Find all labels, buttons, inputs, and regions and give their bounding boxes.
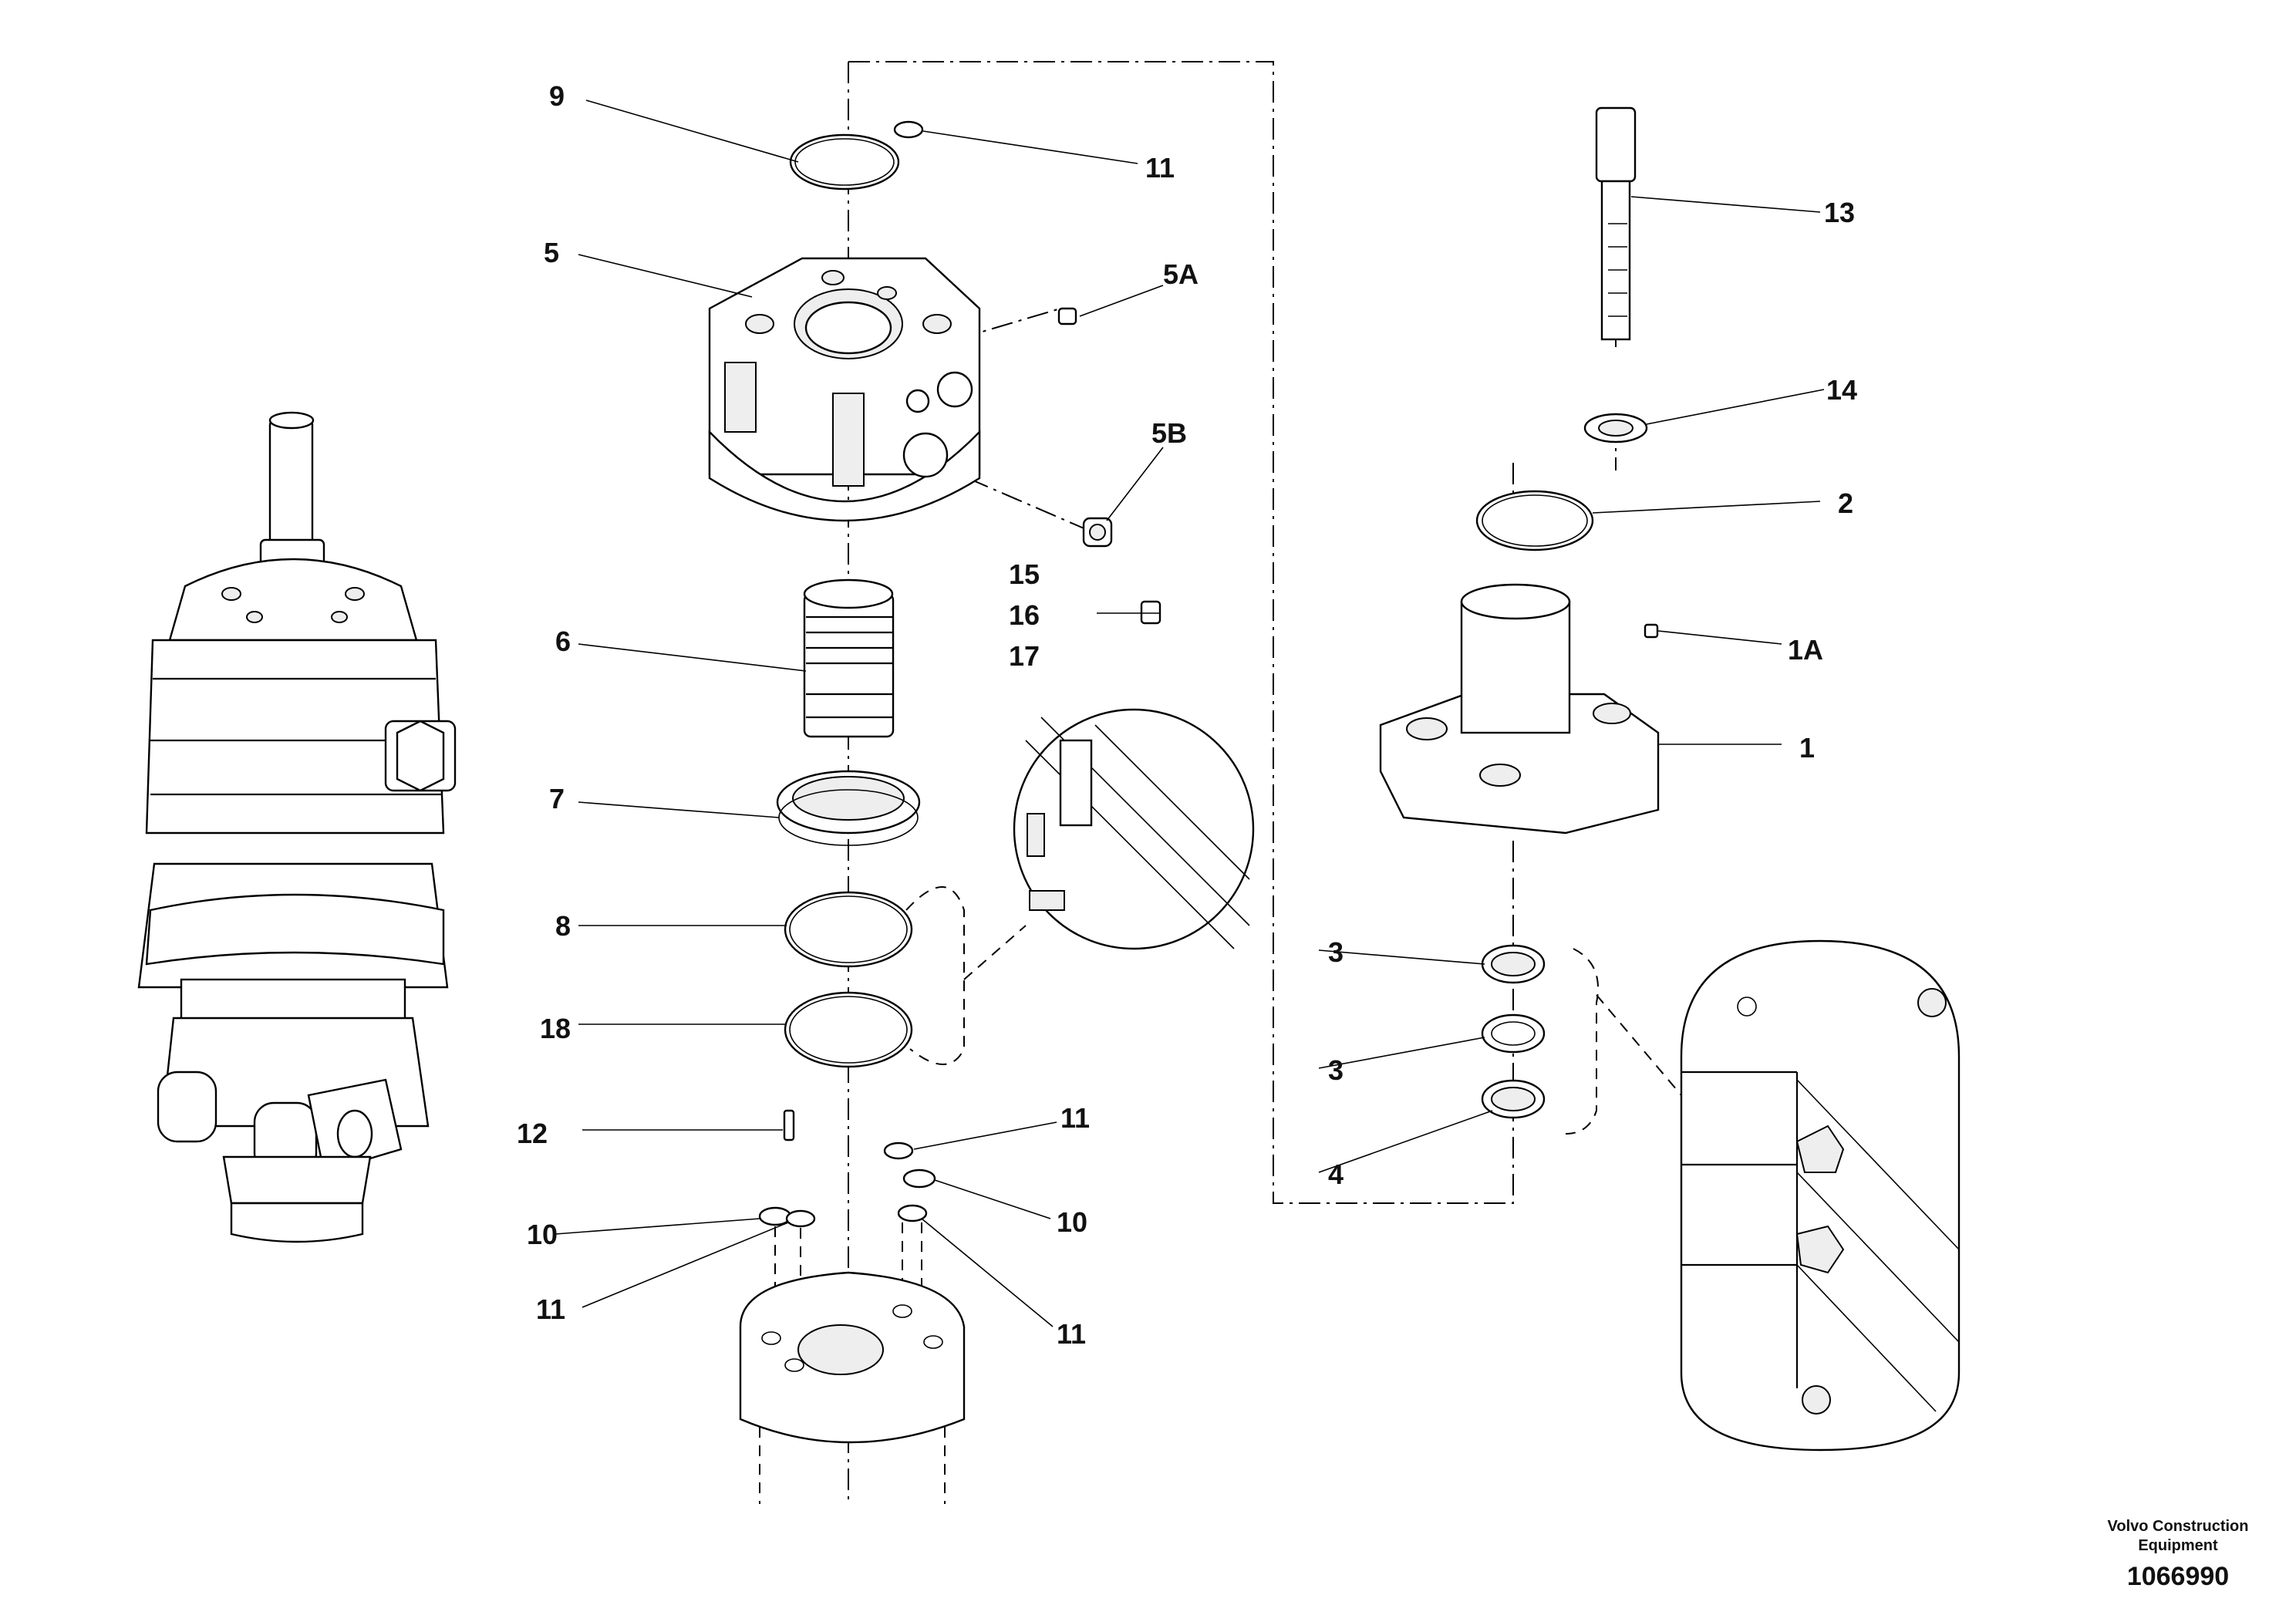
label-3-bottom: 3 bbox=[1328, 1054, 1344, 1086]
label-18: 18 bbox=[540, 1013, 571, 1044]
label-11-mid: 11 bbox=[1060, 1102, 1090, 1134]
label-1A: 1A bbox=[1788, 634, 1823, 666]
part-10-11-small-rings bbox=[758, 1141, 936, 1327]
part-4-seal bbox=[1481, 1079, 1546, 1119]
part-5A-plug bbox=[1057, 307, 1077, 325]
part-13-cap-screw bbox=[1595, 106, 1637, 341]
leader-lines bbox=[555, 99, 1825, 1327]
label-16: 16 bbox=[1009, 599, 1040, 631]
label-17: 17 bbox=[1009, 640, 1040, 672]
label-1: 1 bbox=[1799, 732, 1815, 764]
part-2-o-ring bbox=[1475, 490, 1594, 551]
part-5-valve-housing bbox=[708, 257, 981, 522]
detail-view-seal-groove-left bbox=[905, 708, 1255, 1065]
part-11-small-o-ring-top bbox=[893, 120, 924, 139]
label-5B: 5B bbox=[1151, 417, 1187, 449]
part-3-seal-lower bbox=[1481, 1013, 1546, 1054]
label-11-low-left: 11 bbox=[536, 1293, 565, 1325]
part-12-pin bbox=[783, 1109, 795, 1141]
label-11-low-right: 11 bbox=[1057, 1318, 1086, 1350]
callout-labels: 9 11 5 5A 5B 15 16 17 6 7 8 18 12 11 10 … bbox=[517, 80, 1857, 1350]
company-name-line1: Volvo Construction bbox=[2108, 1518, 2249, 1535]
part-14-washer bbox=[1583, 413, 1648, 443]
part-15-16-17-fitting bbox=[1140, 600, 1161, 625]
part-1-flange bbox=[1379, 583, 1660, 835]
label-10-left: 10 bbox=[527, 1219, 558, 1250]
part-1A-plug bbox=[1644, 623, 1659, 639]
label-2: 2 bbox=[1838, 487, 1853, 519]
label-3-top: 3 bbox=[1328, 936, 1344, 968]
part-18-o-ring bbox=[784, 991, 913, 1068]
detail-view-seal-groove-right bbox=[1565, 939, 1961, 1452]
part-3-seal-upper bbox=[1481, 944, 1546, 984]
label-14: 14 bbox=[1826, 374, 1857, 406]
footer-credit: Volvo Construction Equipment 1066990 bbox=[2108, 1518, 2249, 1591]
label-8: 8 bbox=[555, 910, 571, 942]
label-10-right: 10 bbox=[1057, 1206, 1087, 1238]
label-5: 5 bbox=[544, 237, 559, 268]
rotor-base-outline bbox=[739, 1271, 966, 1504]
drawing-number: 1066990 bbox=[2127, 1562, 2229, 1591]
part-7-seal-ring bbox=[776, 770, 921, 846]
part-5B-plug bbox=[1082, 517, 1113, 548]
label-4: 4 bbox=[1328, 1158, 1344, 1190]
label-5A: 5A bbox=[1163, 258, 1199, 290]
label-9: 9 bbox=[549, 80, 565, 112]
label-12: 12 bbox=[517, 1118, 548, 1149]
label-13: 13 bbox=[1824, 197, 1855, 228]
part-8-o-ring bbox=[784, 891, 913, 968]
assembled-swivel-illustration bbox=[137, 411, 457, 1243]
label-6: 6 bbox=[555, 626, 571, 657]
part-9-o-ring bbox=[789, 133, 900, 191]
part-6-spool bbox=[803, 578, 895, 738]
company-name-line2: Equipment bbox=[2138, 1537, 2218, 1554]
label-7: 7 bbox=[549, 783, 565, 814]
label-11-top: 11 bbox=[1145, 152, 1175, 184]
label-15: 15 bbox=[1009, 558, 1040, 590]
